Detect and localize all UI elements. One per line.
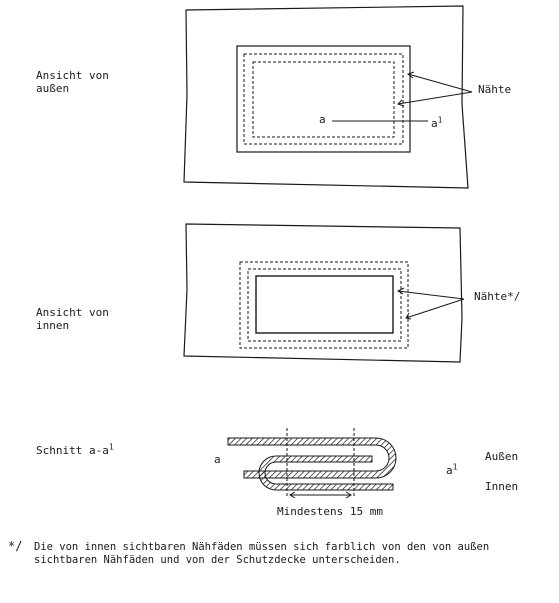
outside-window-outer <box>236 45 411 153</box>
inside-seam-arrows <box>396 287 465 320</box>
section-drawing <box>227 428 397 499</box>
inside-seam-inner <box>247 268 402 342</box>
outside-view-label-line1: Ansicht von <box>36 69 109 82</box>
dimension-arrow <box>289 491 352 499</box>
outside-view-label-line2: außen <box>36 82 70 95</box>
inner-fabric-fold <box>258 455 394 491</box>
footnote-line1: Die von innen sichtbaren Nähfäden müssen… <box>34 541 490 553</box>
outside-seam-arrows <box>397 71 473 107</box>
outside-seam-inner <box>252 61 395 138</box>
outer-fabric-fold <box>227 437 397 479</box>
inside-view-label-line1: Ansicht von <box>36 306 109 319</box>
section-end-letter-text: a <box>431 117 438 130</box>
footnote: Die von innen sichtbaren Nähfäden müssen… <box>34 541 489 567</box>
section-right-letter: a1 <box>446 462 458 477</box>
section-label: Schnitt a-a1 <box>36 442 114 457</box>
inside-seam-outer <box>239 261 409 349</box>
outside-view <box>183 5 473 189</box>
section-end-letter: a1 <box>431 115 443 130</box>
outside-seams-label: Nähte <box>478 83 512 96</box>
footnote-line2: sichtbaren Nähfäden und von der Schutzde… <box>34 554 401 566</box>
inside-side-label: Innen <box>485 480 519 493</box>
footnote-mark: */ <box>8 539 23 553</box>
inside-seams-label: Nähte*/ <box>474 290 520 303</box>
outside-cover-panel <box>183 5 469 189</box>
inside-seams-label-text: Nähte <box>474 290 508 303</box>
inside-view-label-line2: innen <box>36 319 70 332</box>
outside-seam-outer <box>243 53 404 145</box>
inside-seams-mark: */ <box>507 290 521 303</box>
section-label-sup: 1 <box>108 442 114 452</box>
inside-window <box>255 275 394 334</box>
section-right-letter-text: a <box>446 464 453 477</box>
inside-view <box>183 223 465 363</box>
outside-side-label: Außen <box>485 450 519 463</box>
outside-view-label: Ansicht von außen <box>36 69 109 95</box>
minimum-dimension-label: Mindestens 15 mm <box>277 505 383 518</box>
section-label-text: Schnitt a-a <box>36 444 109 457</box>
section-left-letter: a <box>214 453 221 466</box>
section-right-letter-sup: 1 <box>452 462 458 472</box>
section-end-letter-sup: 1 <box>437 115 443 125</box>
inside-view-label: Ansicht von innen <box>36 306 109 332</box>
inside-cover-panel <box>183 223 463 363</box>
section-start-letter: a <box>319 113 326 126</box>
